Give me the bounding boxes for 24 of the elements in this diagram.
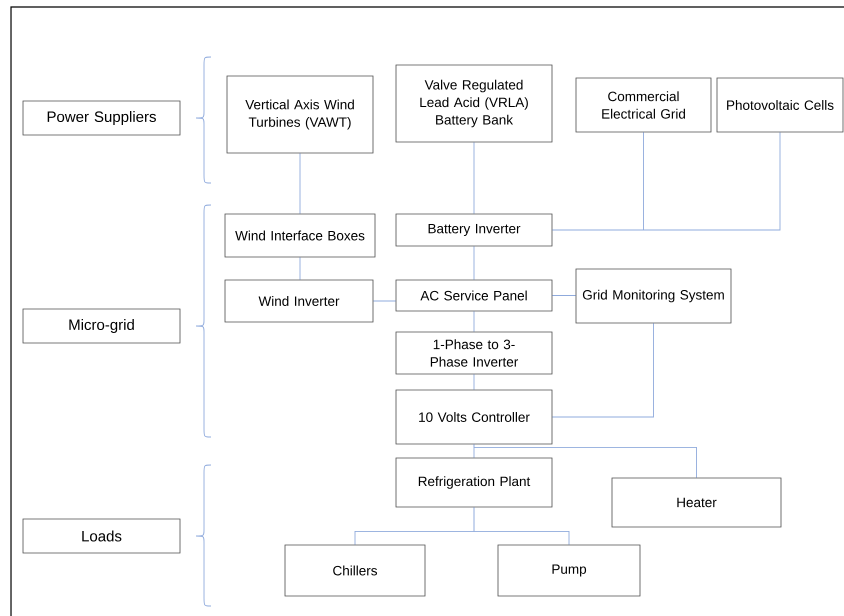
process-box: Commercial Electrical Grid <box>576 78 712 132</box>
connector-line <box>552 132 780 230</box>
process-box: Chillers <box>284 544 426 596</box>
process-box: 1-Phase to 3-Phase Inverter <box>396 332 552 374</box>
process-box: Grid Monitoring System <box>576 268 732 324</box>
process-box: Valve Regulated Lead Acid (VRLA) Battery Bank <box>396 64 552 142</box>
process-box: Wind Interface Boxes <box>224 214 376 258</box>
category-box: Loads <box>22 518 180 554</box>
process-box: Pump <box>498 544 640 596</box>
category-box: Micro-grid <box>22 308 180 344</box>
process-box: AC Service Panel <box>396 280 552 312</box>
connector-line <box>552 295 576 296</box>
process-box: Refrigeration Plant <box>396 458 552 508</box>
process-box: Vertical Axis Wind Turbines (VAWT) <box>226 76 374 154</box>
connector-line <box>474 444 697 478</box>
process-box: Photovoltaic Cells <box>716 78 844 132</box>
process-box: Heater <box>612 478 782 528</box>
process-box: Battery Inverter <box>396 214 552 246</box>
connector-line <box>552 322 654 418</box>
connector-line <box>372 300 396 302</box>
process-box: Wind Inverter <box>224 280 374 322</box>
connector-line <box>474 506 570 546</box>
process-box: 10 Volts Controller <box>396 390 552 444</box>
category-box: Power Suppliers <box>22 100 180 136</box>
